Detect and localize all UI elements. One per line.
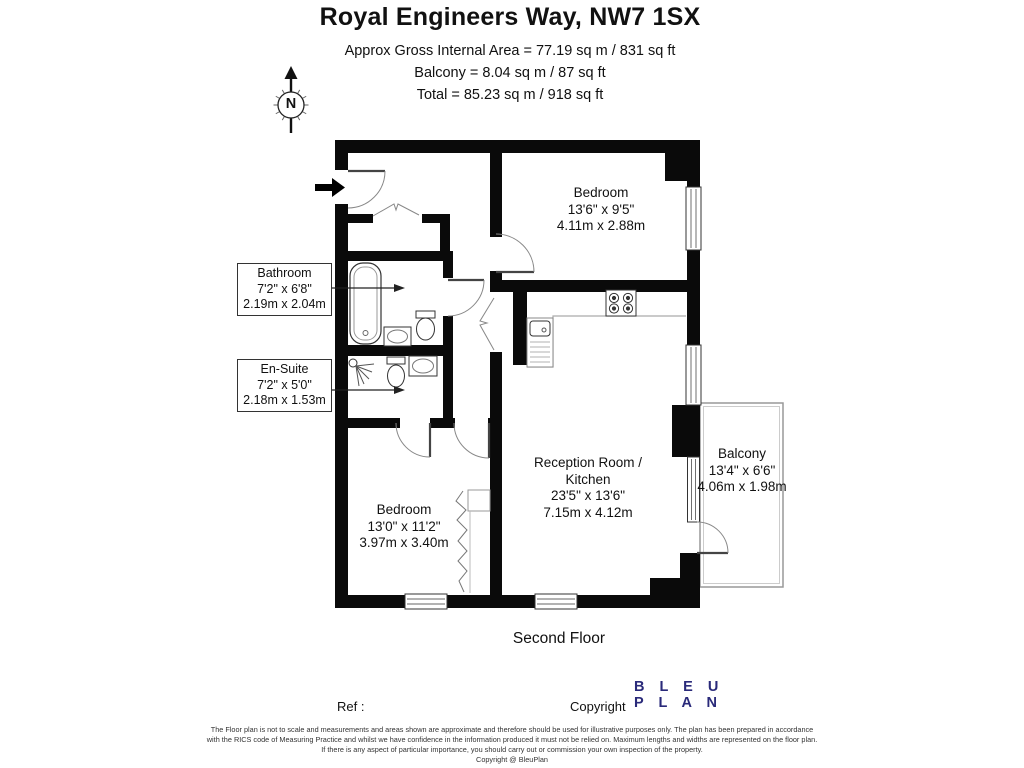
room-dims-metric: 2.18m x 1.53m	[243, 393, 326, 407]
room-dims-imperial: 13'0" x 11'2"	[367, 518, 441, 534]
window-bedroom1	[685, 186, 702, 251]
label-arrows	[331, 284, 405, 394]
room-name: En-Suite	[260, 362, 309, 376]
kitchen-sink-icon	[526, 317, 554, 368]
window-bedroom2	[404, 593, 448, 610]
balcony-label: Balcony 13'4" x 6'6" 4.06m x 1.98m	[697, 446, 786, 496]
area-line-1: Approx Gross Internal Area = 77.19 sq m …	[344, 43, 676, 59]
bathroom-sink-icon	[383, 326, 412, 347]
hob-icon	[605, 289, 637, 317]
ref-label: Ref :	[337, 699, 365, 714]
disclaimer: The Floor plan is not to scale and measu…	[0, 725, 1024, 765]
page-title: Royal Engineers Way, NW7 1SX	[319, 3, 701, 31]
closet-doors-icon	[479, 297, 495, 351]
entrance-door	[347, 169, 386, 209]
bathtub-icon	[349, 262, 382, 345]
window-reception	[534, 593, 578, 610]
room-dims-imperial: 13'6" x 9'5"	[567, 201, 635, 217]
room-dims-metric: 4.06m x 1.98m	[697, 479, 787, 494]
ensuite-sink-icon	[408, 355, 438, 377]
reception-label: Reception Room / Kitchen 23'5" x 13'6" 7…	[534, 455, 642, 521]
copyright-label: Copyright	[570, 699, 626, 714]
entrance-arrow-icon	[315, 178, 345, 197]
room-dims-imperial: 7'2" x 5'0"	[257, 377, 312, 392]
area-line-2: Balcony = 8.04 sq m / 87 sq ft	[414, 65, 606, 81]
wardrobe-icon	[455, 489, 491, 593]
bedroom2-label: Bedroom 13'0" x 11'2" 3.97m x 3.40m	[359, 502, 448, 552]
room-dims-metric: 7.15m x 4.12m	[543, 504, 633, 520]
bathroom-label-box: Bathroom 7'2" x 6'8" 2.19m x 2.04m	[237, 263, 332, 316]
room-name: Reception Room /	[533, 455, 643, 470]
room-name: Bathroom	[257, 266, 312, 280]
walls	[335, 140, 700, 608]
bathroom-toilet-icon	[415, 310, 436, 341]
balcony-outline	[699, 402, 784, 588]
hall-bedroom2-door	[453, 422, 491, 459]
room-dims-metric: 2.19m x 2.04m	[243, 297, 326, 311]
compass-north-icon	[273, 66, 309, 133]
room-name: Balcony	[717, 446, 767, 461]
room-dims-metric: 4.11m x 2.88m	[556, 218, 646, 233]
bedroom1-door	[495, 233, 535, 274]
room-name: Bedroom	[573, 185, 629, 200]
room-dims-imperial: 23'5" x 13'6"	[550, 488, 626, 503]
shower-icon	[348, 358, 375, 387]
room-dims-metric: 3.97m x 3.40m	[359, 535, 449, 550]
windows	[404, 186, 702, 610]
room-name: Kitchen	[565, 471, 611, 487]
bathroom-door	[447, 278, 485, 317]
bleuplan-logo: B L E U P L A N	[634, 679, 724, 711]
balcony-door	[696, 521, 729, 555]
disclaimer-line: The Floor plan is not to scale and measu…	[210, 725, 814, 734]
floor-label: Second Floor	[512, 630, 606, 647]
logo-line-1: B L E U	[634, 679, 724, 695]
disclaimer-line: If there is any aspect of particular imp…	[321, 745, 703, 754]
cupboard-doors-icon	[372, 203, 420, 217]
room-dims-imperial: 13'4" x 6'6"	[708, 462, 776, 478]
bedroom1-label: Bedroom 13'6" x 9'5" 4.11m x 2.88m	[557, 185, 645, 235]
ensuite-door	[395, 422, 432, 458]
window-balcony	[687, 456, 700, 523]
window-kitchen	[685, 344, 702, 406]
disclaimer-line: with the RICS code of Measuring Practice…	[206, 735, 818, 744]
area-line-3: Total = 85.23 sq m / 918 sq ft	[416, 87, 604, 103]
ensuite-toilet-icon	[386, 356, 406, 388]
ensuite-label-box: En-Suite 7'2" x 5'0" 2.18m x 1.53m	[237, 359, 332, 412]
disclaimer-line: Copyright @ BleuPlan	[476, 755, 548, 764]
room-dims-imperial: 7'2" x 6'8"	[257, 281, 312, 296]
room-name: Bedroom	[376, 502, 432, 517]
doors	[347, 169, 729, 555]
compass-label: N	[285, 96, 297, 112]
logo-line-2: P L A N	[634, 695, 723, 711]
